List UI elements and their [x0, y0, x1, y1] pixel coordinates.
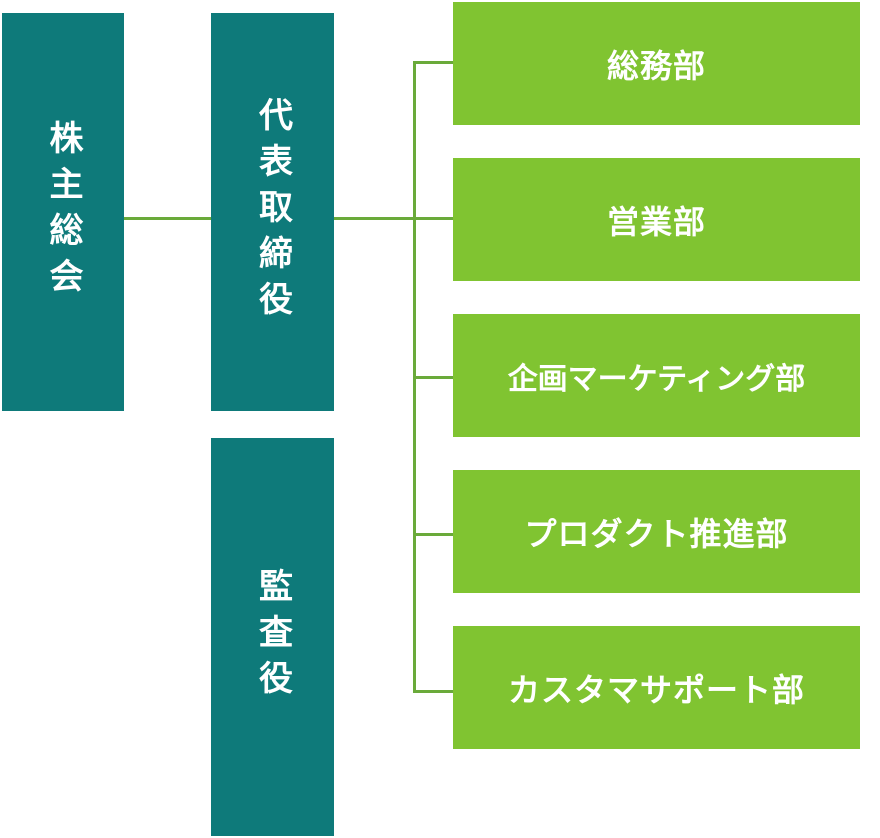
department-planning-marketing: 企画マーケティング部 — [453, 314, 860, 437]
connector-branch-2 — [413, 217, 453, 220]
department-customer-support: カスタマサポート部 — [453, 626, 860, 749]
connector-ceo-trunk — [334, 217, 452, 220]
node-ceo: 代表取締役 — [211, 13, 334, 411]
connector-branch-5 — [413, 690, 453, 693]
department-sales-label: 営業部 — [606, 202, 706, 241]
department-general-affairs-label: 総務部 — [606, 46, 706, 85]
department-customer-support-label: カスタマサポート部 — [507, 670, 805, 709]
connector-shareholders-ceo — [124, 217, 212, 220]
node-ceo-label: 代表取締役 — [252, 97, 293, 327]
node-shareholders-meeting: 株主総会 — [2, 13, 124, 411]
department-planning-marketing-label: 企画マーケティング部 — [507, 361, 806, 397]
department-product-promotion: プロダクト推進部 — [453, 470, 860, 593]
node-auditor: 監査役 — [211, 438, 334, 836]
node-auditor-label: 監査役 — [252, 568, 293, 706]
connector-branch-4 — [413, 533, 453, 536]
department-sales: 営業部 — [453, 158, 860, 281]
department-product-promotion-label: プロダクト推進部 — [524, 514, 789, 553]
connector-branch-1 — [413, 61, 453, 64]
connector-branch-3 — [413, 376, 453, 379]
department-general-affairs: 総務部 — [453, 2, 860, 125]
node-shareholders-meeting-label: 株主総会 — [43, 120, 83, 304]
